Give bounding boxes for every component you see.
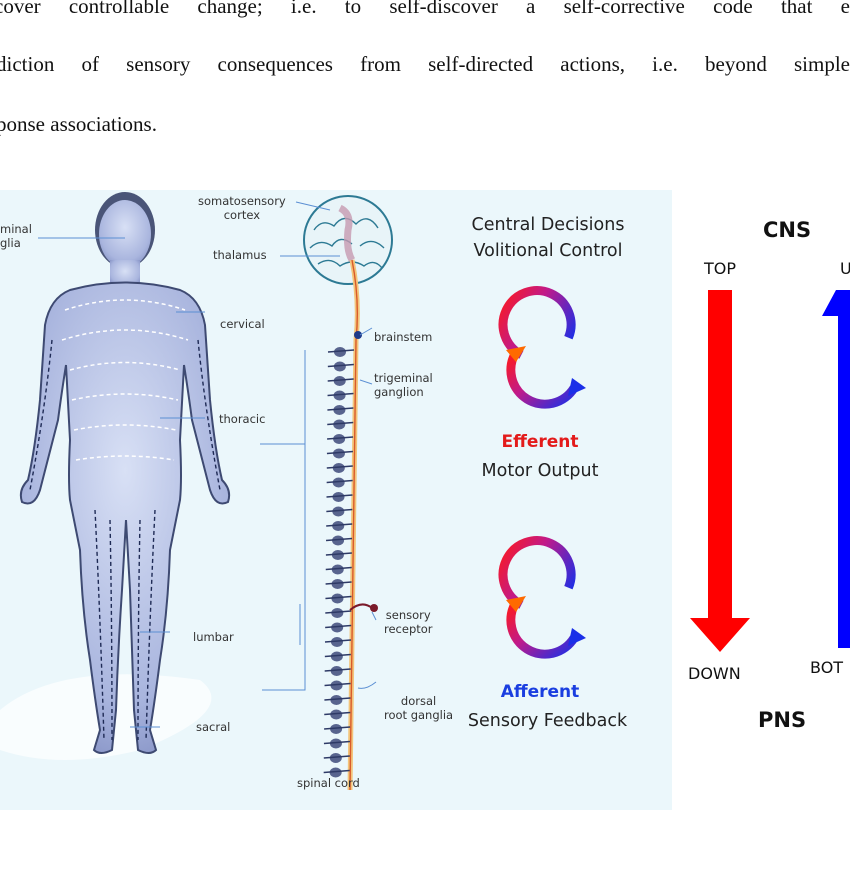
label-down: DOWN [688,664,741,683]
vertebra [333,405,346,415]
spinal-nerve [326,450,354,455]
top-down-arrow [690,290,750,652]
spinal-nerve [326,465,353,469]
spinal-nerve [327,421,354,426]
spinal-nerve [325,595,352,600]
spinal-nerve [325,624,352,629]
vertebra [333,419,346,430]
efferent-title: Efferent [501,432,579,452]
spinal-nerve [324,711,351,716]
vertebra [331,593,344,604]
spinal-nerve [327,407,354,411]
paragraph-line-2: diction of sensory consequences from sel… [0,52,850,76]
vertebra [329,767,342,778]
label-sensory-receptor: sensory receptor [384,608,433,636]
vertebra [332,463,345,473]
cns-pns-panel: CNS TOP U DOWN BOT PNS [672,190,850,810]
label-trigeminal-ganglion: trigeminal ganglion [374,371,433,399]
vertebra [329,753,342,763]
spinal-nerve [325,537,353,542]
spinal-nerve [324,726,351,730]
afferent-subtitle: Sensory Feedback [467,711,628,731]
vertebra [331,637,343,647]
label-thoracic: thoracic [219,412,266,426]
vertebra [333,434,346,444]
vertebra [330,724,343,734]
spinal-nerve [324,668,351,672]
efferent-cycle-icon [498,286,586,409]
paragraph-line-3: ponse associations. [0,112,157,136]
direction-arrows [690,290,850,652]
spinal-cord-illustration [260,195,393,791]
vertebra [330,651,343,662]
spinal-nerve [326,508,353,513]
vertebra [333,390,346,401]
spinal-nerve [327,349,355,353]
label-top: TOP [704,259,737,278]
spinal-nerve [325,552,352,556]
spinal-nerve [327,392,354,397]
label-cervical: cervical [220,317,265,331]
spinal-nerve [327,363,354,368]
spinal-nerve [323,769,350,774]
human-body-illustration [0,192,231,760]
vertebra [332,477,345,488]
vertebra [330,709,343,720]
spinal-nerve [323,755,350,759]
label-somatosensory-cortex: somatosensory cortex [198,194,286,222]
heading-central-decisions: Central Decisions Volitional Control [471,215,625,261]
vertebra [334,347,346,357]
spinal-nerve [325,610,352,614]
label-spinal-cord: spinal cord [297,776,360,790]
cycle-icons [498,286,586,659]
spinal-nerve [327,378,354,382]
vertebra [331,550,344,560]
spinal-nerve [325,581,352,585]
vertebra [332,521,345,531]
afferent-title: Afferent [500,682,580,702]
vertebra [330,695,343,705]
vertebra [331,622,344,633]
label-cns: CNS [763,218,812,242]
vertebra [331,579,344,589]
vertebra [332,506,345,517]
spinal-nerve [323,740,351,745]
spinal-nerve [324,682,351,687]
spinal-nerve [324,653,351,658]
spinal-nerve [324,697,351,701]
spinal-nerve [327,436,354,440]
bottom-up-arrow [822,290,850,648]
label-up-partial: U [840,259,850,278]
spinal-nerve [326,479,353,484]
spinal-nerve [324,639,352,643]
label-trigeminal-ganglia: minal glia [0,222,32,250]
vertebra [333,361,346,372]
afferent-cycle-icon [498,536,586,659]
vertebra [330,680,343,691]
label-dorsal-root-ganglia: dorsal root ganglia [384,694,454,722]
label-thalamus: thalamus [213,248,267,262]
vertebra [332,492,345,502]
paragraph-line-1: cover controllable change; i.e. to self-… [0,0,850,18]
vertebra [333,376,346,386]
vertebra [329,738,342,749]
label-sacral: sacral [196,720,231,734]
nervous-system-figure: minal glia cervical thoracic lumbar sacr… [0,190,850,810]
efferent-subtitle: Motor Output [481,461,599,481]
label-brainstem: brainstem [374,330,433,344]
vertebra [332,535,345,546]
spinal-nerve [326,494,353,498]
vertebra [331,564,344,575]
label-bottom-partial: BOT [810,658,844,677]
vertebra [332,448,345,459]
label-lumbar: lumbar [193,630,234,644]
spinal-nerve [325,566,352,571]
label-pns: PNS [758,708,807,732]
spinal-nerve [326,523,353,527]
vertebra [331,608,344,618]
vertebra [330,666,343,676]
